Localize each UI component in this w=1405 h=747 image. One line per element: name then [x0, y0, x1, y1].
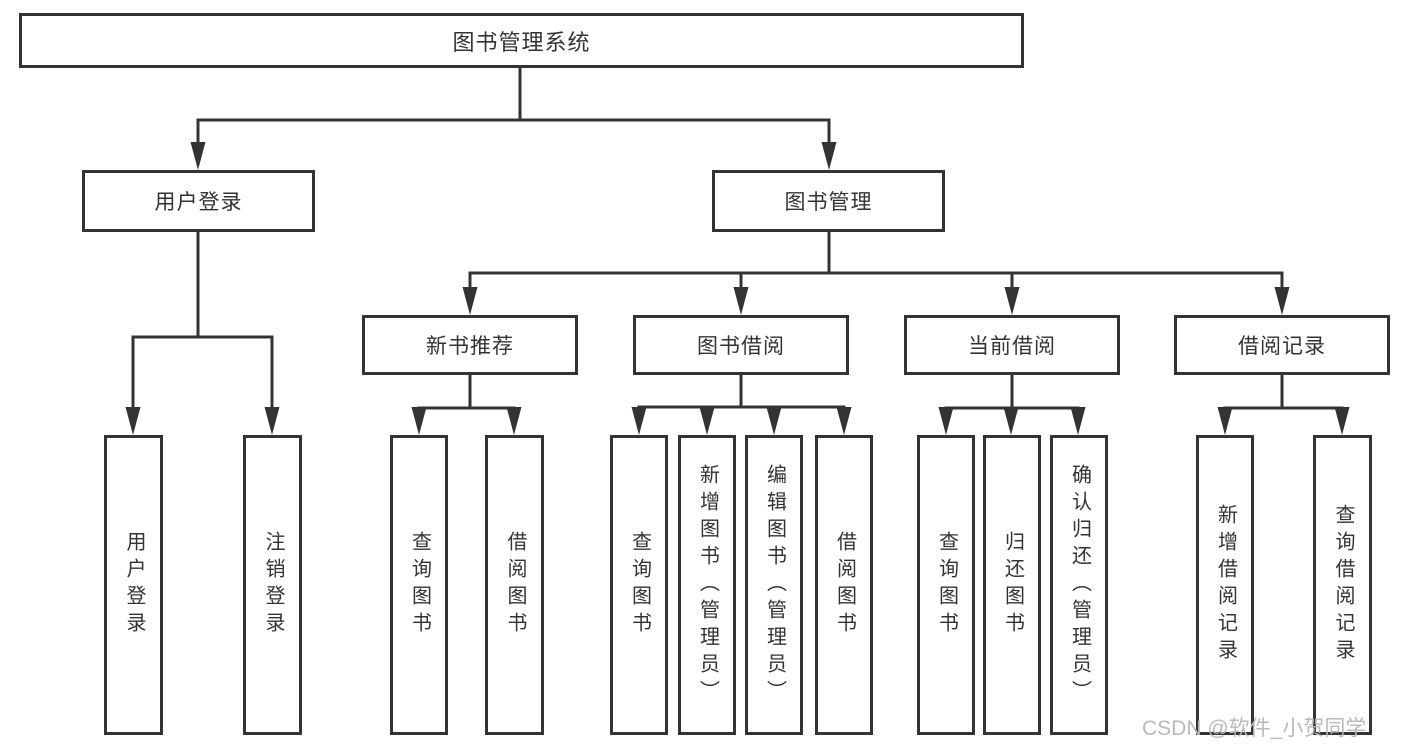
arrowhead-cb2-icon — [1003, 407, 1019, 435]
arrowhead-ul1-icon — [125, 407, 141, 435]
leaf-borrow-query-books: 查询图书 — [610, 435, 668, 735]
arrowhead-book-mgmt-icon — [821, 142, 837, 170]
node-library-system: 图书管理系统 — [19, 13, 1024, 68]
arrowhead-bb2-icon — [699, 407, 715, 435]
leaf-current-query-books: 查询图书 — [917, 435, 975, 735]
node-book-borrowing: 图书借阅 — [633, 315, 849, 375]
arrowhead-user-login-icon — [190, 142, 206, 170]
arrowhead-records-icon — [1274, 287, 1290, 315]
leaf-borrow-edit-books-admin: 编辑图书（管理员） — [745, 435, 803, 735]
watermark: CSDN @软件_小贺同学 — [1142, 717, 1367, 740]
leaf-current-return-books: 归还图书 — [983, 435, 1041, 735]
leaf-borrow-borrow-books: 借阅图书 — [815, 435, 873, 735]
arrowhead-borrow-icon — [733, 287, 749, 315]
node-new-book-recommend: 新书推荐 — [362, 315, 578, 375]
arrowhead-newbook-icon — [462, 287, 478, 315]
arrowhead-cb1-icon — [938, 407, 954, 435]
leaf-newbook-query-books: 查询图书 — [390, 435, 448, 735]
arrowhead-nb1-icon — [411, 407, 427, 435]
arrowhead-br1-icon — [1217, 407, 1233, 435]
node-book-management: 图书管理 — [712, 170, 945, 232]
leaf-borrow-add-books-admin: 新增图书（管理员） — [678, 435, 736, 735]
arrowhead-cb3-icon — [1070, 407, 1086, 435]
arrowhead-br2-icon — [1334, 407, 1350, 435]
arrowhead-ul2-icon — [264, 407, 280, 435]
arrowhead-bb4-icon — [836, 407, 852, 435]
arrowhead-bb3-icon — [766, 407, 782, 435]
arrowhead-bb1-icon — [631, 407, 647, 435]
node-current-borrowing: 当前借阅 — [904, 315, 1120, 375]
leaf-newbook-borrow-books: 借阅图书 — [485, 435, 544, 735]
node-user-login: 用户登录 — [82, 170, 315, 232]
node-borrowing-records: 借阅记录 — [1174, 315, 1390, 375]
arrowhead-nb2-icon — [506, 407, 522, 435]
leaf-user-login: 用户登录 — [104, 435, 163, 735]
leaf-current-confirm-return-admin: 确认归还（管理员） — [1050, 435, 1108, 735]
leaf-logout: 注销登录 — [243, 435, 302, 735]
leaf-records-query-record: 查询借阅记录 — [1313, 435, 1372, 735]
arrowhead-current-icon — [1004, 287, 1020, 315]
leaf-records-add-record: 新增借阅记录 — [1196, 435, 1254, 735]
